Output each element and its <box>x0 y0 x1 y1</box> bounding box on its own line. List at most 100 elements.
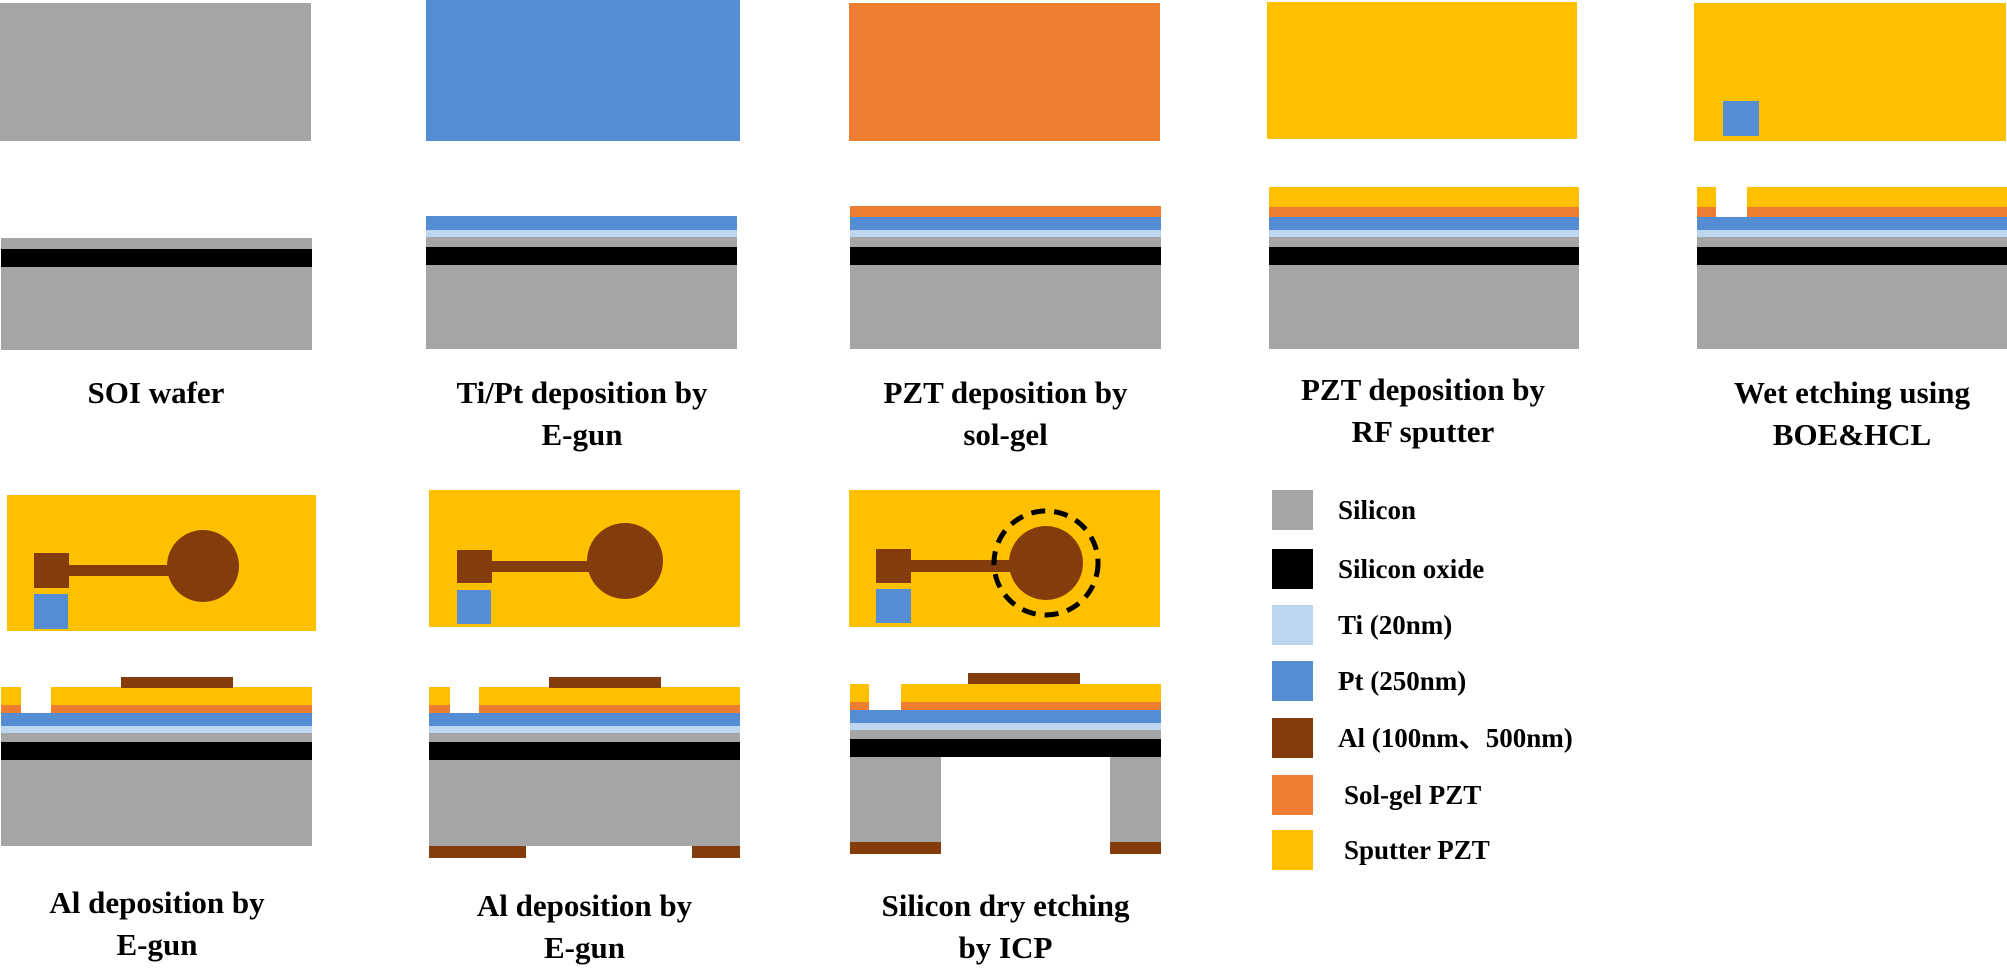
caption-line: Silicon dry etching <box>881 888 1130 923</box>
top-view-sputter-pzt <box>1267 2 1577 139</box>
layer-sputter_pzt <box>479 687 740 705</box>
caption-line: E-gun <box>541 417 623 452</box>
layer-pt <box>850 710 1161 723</box>
exposed-pt-pad <box>34 594 68 629</box>
legend-item: Silicon <box>1272 490 1692 530</box>
layer-silicon <box>1 733 312 742</box>
layer-pt <box>426 216 737 230</box>
layer-silicon <box>850 730 1161 739</box>
layer-sputter_pzt <box>1747 187 2007 207</box>
caption-line: PZT deposition by <box>1300 372 1546 407</box>
layer-silicon_oxide <box>429 742 740 760</box>
legend-label: Silicon oxide <box>1338 554 1485 584</box>
legend-item: Silicon oxide <box>1272 549 1692 589</box>
layer-silicon <box>426 265 737 349</box>
top-view-pt-layer <box>426 0 740 141</box>
caption-line: E-gun <box>544 930 625 965</box>
layer-silicon_oxide <box>850 739 1161 757</box>
layer-silicon <box>1697 265 2007 349</box>
legend-item: Sputter PZT <box>1272 830 1692 870</box>
caption-line: SOI wafer <box>87 375 225 410</box>
layer-silicon_oxide <box>1269 247 1579 265</box>
layer-sputter_pzt <box>429 687 450 705</box>
layer-ti <box>429 726 740 733</box>
al-contact-pad <box>876 549 911 583</box>
legend-swatch <box>1272 661 1313 701</box>
layer-pt <box>850 217 1161 230</box>
al-electrode-disc <box>587 523 663 599</box>
layer-pt <box>1 713 312 726</box>
layer-solgel_pzt <box>1747 207 2007 217</box>
layer-silicon <box>1269 237 1579 247</box>
layer-silicon_oxide <box>850 247 1161 265</box>
layer-silicon <box>1697 237 2007 247</box>
step-caption-4: PZT deposition by RF sputter <box>1268 369 1578 453</box>
layer-al-top-electrode <box>968 673 1080 684</box>
layer-silicon <box>426 237 737 247</box>
legend-label: Silicon <box>1338 495 1417 525</box>
legend-item: Al (100nm、500nm) <box>1272 718 1692 758</box>
legend-label: Ti (20nm) <box>1338 610 1453 640</box>
layer-ti <box>1697 230 2007 237</box>
layer-silicon <box>1 238 312 249</box>
legend-label: Pt (250nm) <box>1338 666 1467 696</box>
layer-ti <box>1 726 312 733</box>
al-electrode-disc <box>167 530 239 602</box>
caption-line: Ti/Pt deposition by <box>456 375 708 410</box>
layer-silicon_oxide <box>1 249 312 267</box>
layer-silicon_oxide <box>426 247 737 265</box>
legend-swatch <box>1272 605 1313 645</box>
layer-solgel_pzt <box>1 705 21 713</box>
etch-region-dashed-circle <box>991 508 1101 618</box>
layer-ti <box>426 230 737 237</box>
layer-silicon <box>1110 757 1161 842</box>
al-trace <box>69 565 169 576</box>
legend-item: Ti (20nm) <box>1272 605 1692 645</box>
top-view-solgel-pzt <box>849 3 1160 141</box>
legend-swatch <box>1272 830 1313 870</box>
legend-swatch <box>1272 718 1313 758</box>
layer-al-bottom <box>429 846 526 858</box>
layer-silicon <box>429 760 740 846</box>
layer-pt <box>429 713 740 726</box>
layer-al-top-electrode <box>121 677 233 688</box>
legend-label: Sputter PZT <box>1344 835 1490 865</box>
legend-swatch <box>1272 490 1313 530</box>
layer-pt <box>1697 217 2007 230</box>
layer-silicon <box>429 733 740 742</box>
layer-ti <box>1269 230 1579 237</box>
step-caption-1: SOI wafer <box>1 372 311 414</box>
caption-line: E-gun <box>116 927 198 962</box>
caption-line: Al deposition by <box>476 888 693 923</box>
layer-al-top-electrode <box>549 677 661 688</box>
al-contact-pad <box>34 553 69 588</box>
caption-line: by ICP <box>958 930 1053 965</box>
layer-sputter_pzt <box>850 684 869 702</box>
layer-solgel_pzt <box>850 206 1161 217</box>
layer-sputter_pzt <box>901 684 1161 702</box>
top-view-soi-wafer <box>0 3 311 141</box>
step-caption-8: Silicon dry etching by ICP <box>850 885 1161 969</box>
layer-solgel_pzt <box>479 705 740 713</box>
al-trace <box>911 560 1011 572</box>
layer-silicon <box>1 760 312 846</box>
legend-item: Sol-gel PZT <box>1272 775 1692 815</box>
caption-line: Al deposition by <box>49 885 265 920</box>
exposed-pt-pad <box>876 589 911 623</box>
legend-item: Pt (250nm) <box>1272 661 1692 701</box>
layer-solgel_pzt <box>901 702 1161 710</box>
layer-silicon <box>850 757 941 842</box>
exposed-pt-pad <box>457 590 491 624</box>
layer-solgel_pzt <box>850 702 869 710</box>
caption-line: RF sputter <box>1351 414 1495 449</box>
layer-al-bottom <box>1110 842 1161 854</box>
layer-silicon_oxide <box>1 742 312 760</box>
layer-silicon_oxide <box>1697 247 2007 265</box>
layer-al-bottom <box>692 846 740 858</box>
step-caption-6: Al deposition by E-gun <box>1 882 313 966</box>
caption-line: BOE&HCL <box>1772 417 1932 452</box>
layer-ti <box>850 230 1161 237</box>
layer-solgel_pzt <box>51 705 312 713</box>
caption-line: sol-gel <box>963 417 1048 452</box>
